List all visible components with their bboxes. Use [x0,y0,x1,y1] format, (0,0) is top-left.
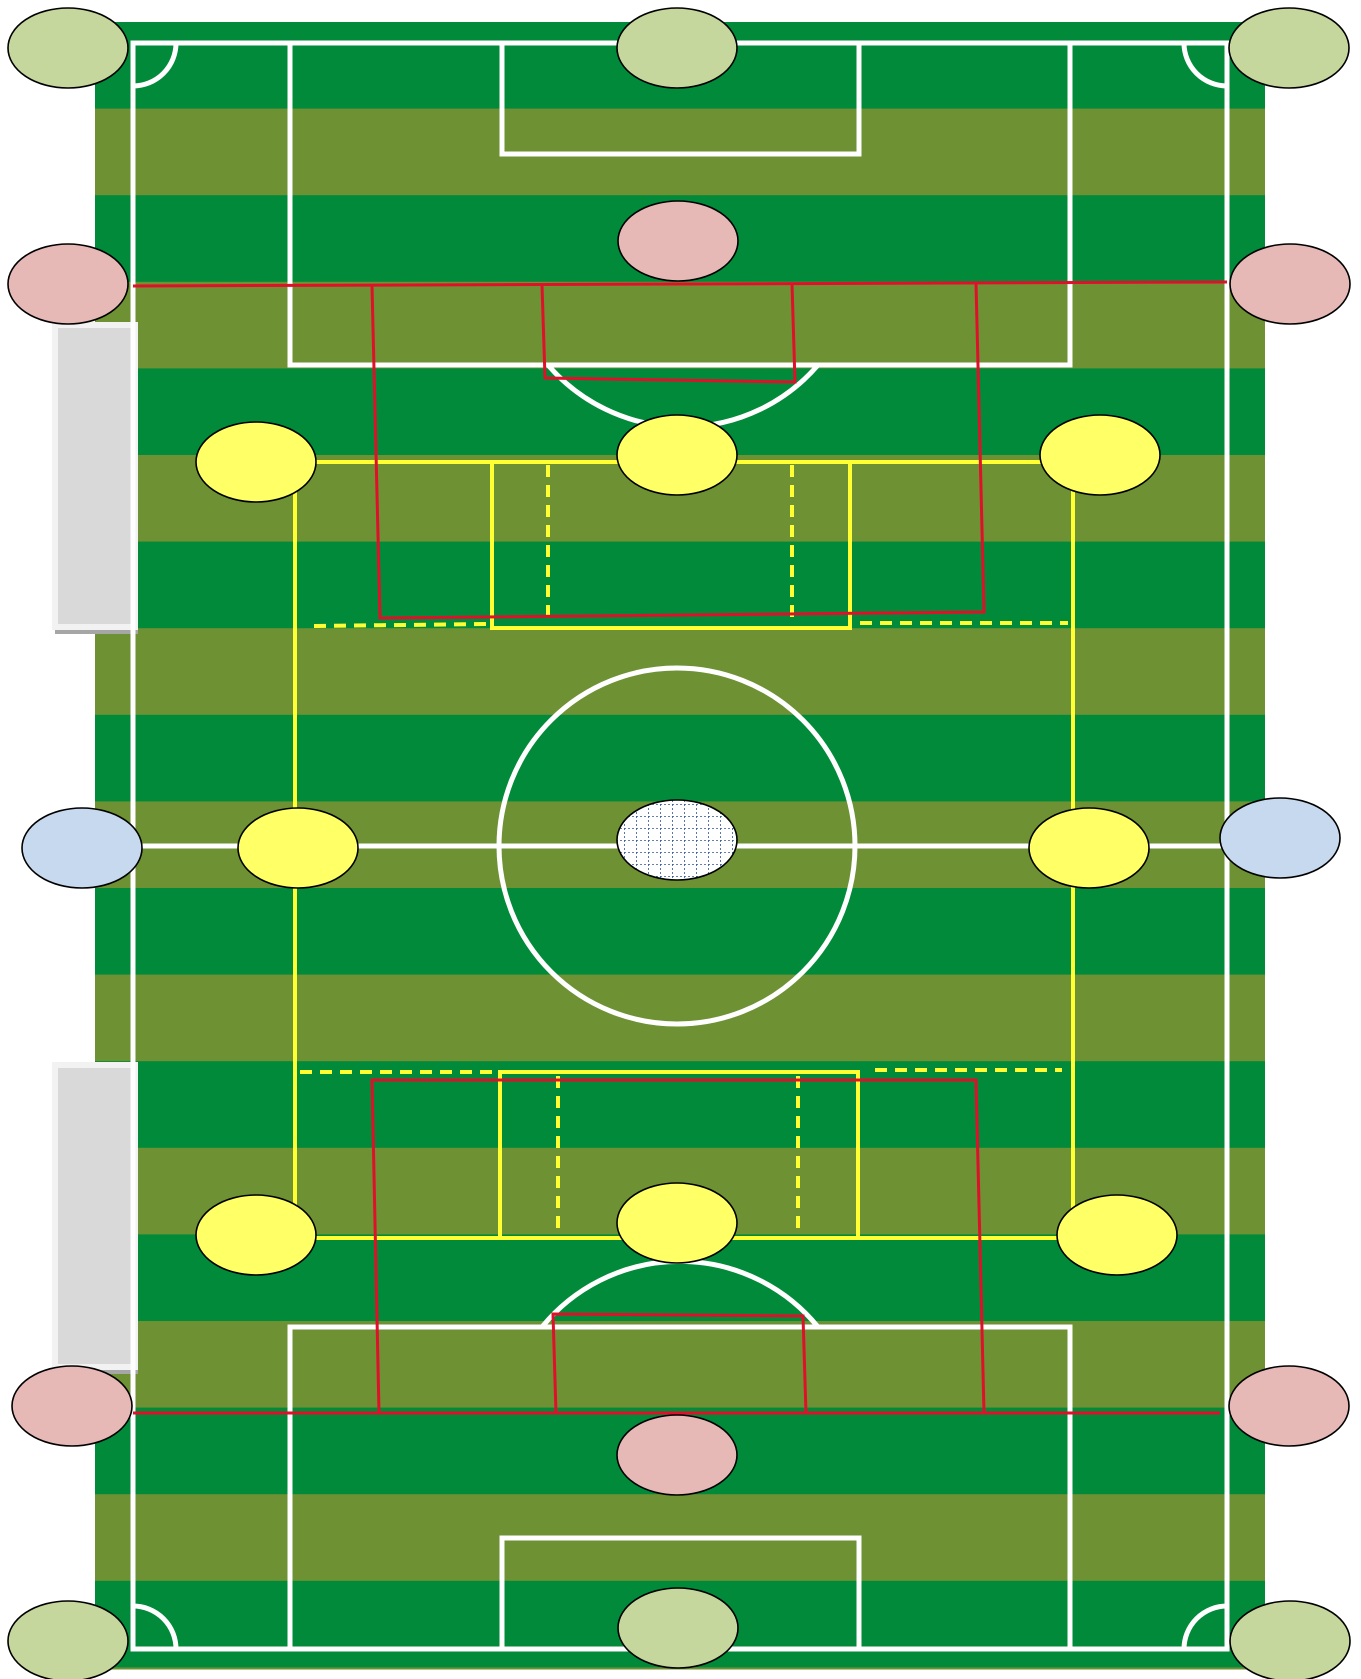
grass-stripe [95,1321,1265,1408]
grass-stripe [95,975,1265,1062]
marker-yellow-middle-left [238,808,358,888]
marker-pink-lower-left [12,1366,132,1446]
marker-pink-upper-right [1230,244,1350,324]
marker-green-bottom-right [1230,1601,1350,1679]
marker-yellow-upper-right [1040,415,1160,495]
side-panel-upper [55,325,135,627]
marker-yellow-middle-right [1029,808,1149,888]
marker-green-bottom-left [8,1601,128,1679]
marker-pink-upper-left [8,244,128,324]
marker-yellow-upper-left [196,422,316,502]
marker-yellow-lower-centre [617,1183,737,1263]
side-panel-lower [55,1065,135,1367]
grass-stripe [95,1061,1265,1148]
grass-stripe [95,628,1265,715]
marker-pink-lower-right [1229,1366,1349,1446]
marker-blue-right [1220,798,1340,878]
ball-marker [617,800,737,880]
marker-blue-left [22,808,142,888]
marker-green-bottom-centre [618,1588,738,1668]
grass-stripe [95,282,1265,369]
marker-green-top-left [8,8,128,88]
marker-green-top-right [1229,8,1349,88]
grass-stripe [95,888,1265,975]
yellow-dash-upper-left [314,624,488,626]
marker-pink-bottom-centre [617,1415,737,1495]
marker-pink-top-centre [618,201,738,281]
marker-yellow-lower-left [196,1195,316,1275]
grass-stripe [95,715,1265,802]
marker-yellow-upper-centre [617,415,737,495]
marker-green-top-centre [617,8,737,88]
marker-yellow-lower-right [1057,1195,1177,1275]
